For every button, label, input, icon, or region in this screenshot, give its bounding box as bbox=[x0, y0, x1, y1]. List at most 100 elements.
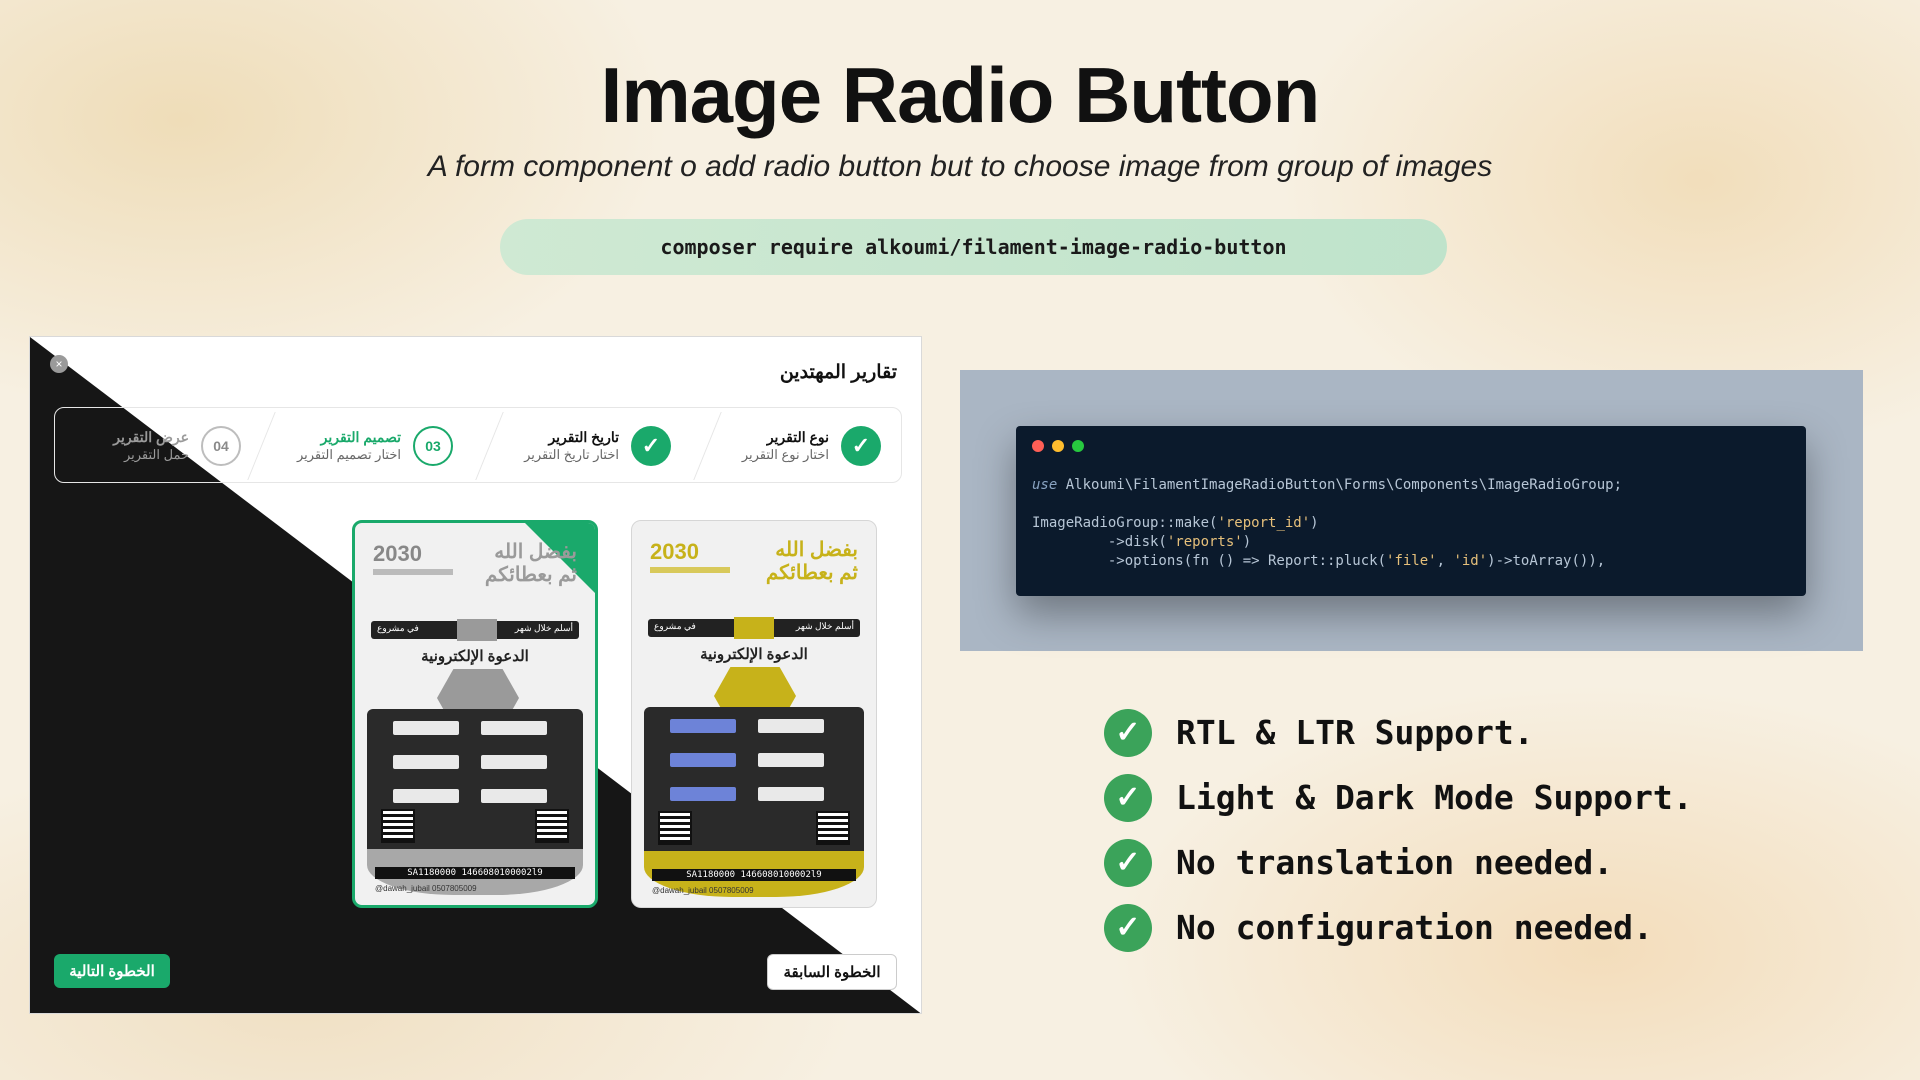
poster-band-right: أسلم خلال شهر bbox=[514, 623, 573, 633]
feature-item: ✓ Light & Dark Mode Support. bbox=[1104, 765, 1693, 830]
code-snippet: use Alkoumi\FilamentImageRadioButton\For… bbox=[1032, 476, 1790, 571]
poster-band-highlight bbox=[734, 617, 774, 639]
poster-band-right: أسلم خلال شهر bbox=[795, 621, 854, 631]
check-icon: ✓ bbox=[841, 426, 881, 466]
poster-logo-underline bbox=[650, 567, 730, 573]
poster-heading-line1: بفضل الله bbox=[494, 541, 577, 563]
code-text: ->disk( bbox=[1032, 534, 1167, 550]
poster-row bbox=[670, 719, 736, 733]
check-circle-icon: ✓ bbox=[1104, 773, 1152, 822]
step-name: عرض التقرير bbox=[113, 429, 189, 446]
feature-label: No configuration needed. bbox=[1176, 908, 1653, 947]
poster-image: 2030 بفضل الله ثم بعطائكم في مشروع أسلم … bbox=[367, 533, 583, 895]
wizard-step-view[interactable]: 04 عرض التقرير حمل التقرير bbox=[113, 408, 241, 484]
step-description: اختار تاريخ التقرير bbox=[524, 446, 619, 462]
window-controls bbox=[1032, 440, 1084, 452]
poster-row bbox=[758, 753, 824, 767]
code-text: , bbox=[1436, 553, 1454, 569]
step-name: تصميم التقرير bbox=[320, 429, 401, 446]
poster-row bbox=[481, 755, 547, 769]
close-icon[interactable]: × bbox=[50, 355, 68, 373]
image-radio-option-2[interactable]: 2030 بفضل الله ثم بعطائكم في مشروع أسلم … bbox=[631, 520, 877, 908]
check-icon: ✓ bbox=[631, 426, 671, 466]
poster-heading-line1: بفضل الله bbox=[775, 539, 858, 561]
page-title: Image Radio Button bbox=[600, 51, 1321, 139]
code-text: )->toArray()), bbox=[1487, 553, 1606, 569]
qr-code-icon bbox=[658, 811, 692, 845]
poster-row bbox=[758, 787, 824, 801]
code-text: ) bbox=[1242, 534, 1252, 550]
code-string: 'file' bbox=[1386, 553, 1437, 569]
code-window: use Alkoumi\FilamentImageRadioButton\For… bbox=[1016, 426, 1806, 596]
poster-heading-line2: ثم بعطائكم bbox=[765, 562, 858, 584]
poster-row bbox=[481, 721, 547, 735]
code-text: ->options(fn () => Report::pluck( bbox=[1032, 553, 1387, 569]
poster-row bbox=[670, 753, 736, 767]
minimize-dot-icon bbox=[1052, 440, 1064, 452]
code-keyword: use bbox=[1032, 477, 1058, 493]
code-string: 'report_id' bbox=[1217, 515, 1311, 531]
close-dot-icon bbox=[1032, 440, 1044, 452]
code-string: 'reports' bbox=[1166, 534, 1243, 550]
poster-row bbox=[393, 755, 459, 769]
image-radio-option-1[interactable]: 2030 بفضل الله ثم بعطائكم في مشروع أسلم … bbox=[352, 520, 598, 908]
poster-iban: SA1180000 1466080100002l9 bbox=[375, 867, 575, 879]
step-separator bbox=[693, 412, 741, 480]
poster-iban: SA1180000 1466080100002l9 bbox=[652, 869, 856, 881]
wizard-step-date[interactable]: ✓ تاريخ التقرير اختار تاريخ التقرير bbox=[524, 408, 671, 484]
step-number: 04 bbox=[201, 426, 241, 466]
demo-screenshot: × تقارير المهتدين ✓ نوع التقرير اختار نو… bbox=[29, 336, 922, 1014]
feature-item: ✓ RTL & LTR Support. bbox=[1104, 700, 1693, 765]
poster-contact: @dawah_jubail 0507805009 bbox=[652, 886, 754, 895]
code-text: ImageRadioGroup::make( bbox=[1032, 515, 1218, 531]
qr-code-icon bbox=[381, 809, 415, 843]
code-string: 'id' bbox=[1453, 553, 1488, 569]
poster-heading: بفضل الله ثم بعطائكم bbox=[766, 539, 858, 585]
wizard-step-design[interactable]: 03 تصميم التقرير اختار تصميم التقرير bbox=[297, 408, 453, 484]
feature-label: No translation needed. bbox=[1176, 843, 1614, 882]
feature-item: ✓ No translation needed. bbox=[1104, 830, 1693, 895]
poster-subtitle: الدعوة الإلكترونية bbox=[700, 646, 808, 663]
poster-row bbox=[393, 789, 459, 803]
feature-label: RTL & LTR Support. bbox=[1176, 713, 1534, 752]
check-circle-icon: ✓ bbox=[1104, 708, 1152, 757]
poster-band-highlight bbox=[457, 619, 497, 641]
step-name: نوع التقرير bbox=[766, 429, 829, 446]
code-text: ) bbox=[1310, 515, 1319, 531]
poster-band-left: في مشروع bbox=[377, 623, 419, 633]
poster-heading: بفضل الله ثم بعطائكم bbox=[485, 541, 577, 587]
poster-logo: 2030 bbox=[650, 539, 699, 564]
wizard-steps: ✓ نوع التقرير اختار نوع التقرير ✓ تاريخ … bbox=[54, 407, 902, 483]
step-name: تاريخ التقرير bbox=[548, 429, 619, 446]
poster-row bbox=[481, 789, 547, 803]
wizard-step-type[interactable]: ✓ نوع التقرير اختار نوع التقرير bbox=[742, 408, 881, 484]
poster-row bbox=[393, 721, 459, 735]
poster-row bbox=[758, 719, 824, 733]
step-separator bbox=[475, 412, 523, 480]
poster-logo: 2030 bbox=[373, 541, 422, 566]
modal-title: تقارير المهتدين bbox=[779, 362, 897, 383]
feature-list: ✓ RTL & LTR Support. ✓ Light & Dark Mode… bbox=[1104, 700, 1693, 960]
poster-row bbox=[670, 787, 736, 801]
step-number: 03 bbox=[413, 426, 453, 466]
next-step-button[interactable]: الخطوة التالية bbox=[54, 954, 170, 988]
previous-step-button[interactable]: الخطوة السابقة bbox=[767, 954, 897, 990]
code-text: Alkoumi\FilamentImageRadioButton\Forms\C… bbox=[1057, 477, 1623, 493]
step-description: حمل التقرير bbox=[123, 446, 189, 462]
qr-code-icon bbox=[816, 811, 850, 845]
poster-heading-line2: ثم بعطائكم bbox=[484, 564, 577, 586]
poster-image: 2030 بفضل الله ثم بعطائكم في مشروع أسلم … bbox=[644, 531, 864, 897]
feature-label: Light & Dark Mode Support. bbox=[1176, 778, 1693, 817]
poster-logo-underline bbox=[373, 569, 453, 575]
qr-code-icon bbox=[535, 809, 569, 843]
step-description: اختار تصميم التقرير bbox=[296, 446, 401, 462]
page-subtitle: A form component o add radio button but … bbox=[427, 150, 1493, 183]
check-circle-icon: ✓ bbox=[1104, 903, 1152, 952]
poster-subtitle: الدعوة الإلكترونية bbox=[421, 648, 529, 665]
install-command: composer require alkoumi/filament-image-… bbox=[500, 219, 1447, 275]
check-circle-icon: ✓ bbox=[1104, 838, 1152, 887]
poster-band-left: في مشروع bbox=[654, 621, 696, 631]
step-description: اختار نوع التقرير bbox=[741, 446, 829, 462]
code-panel: use Alkoumi\FilamentImageRadioButton\For… bbox=[960, 370, 1863, 651]
maximize-dot-icon bbox=[1072, 440, 1084, 452]
